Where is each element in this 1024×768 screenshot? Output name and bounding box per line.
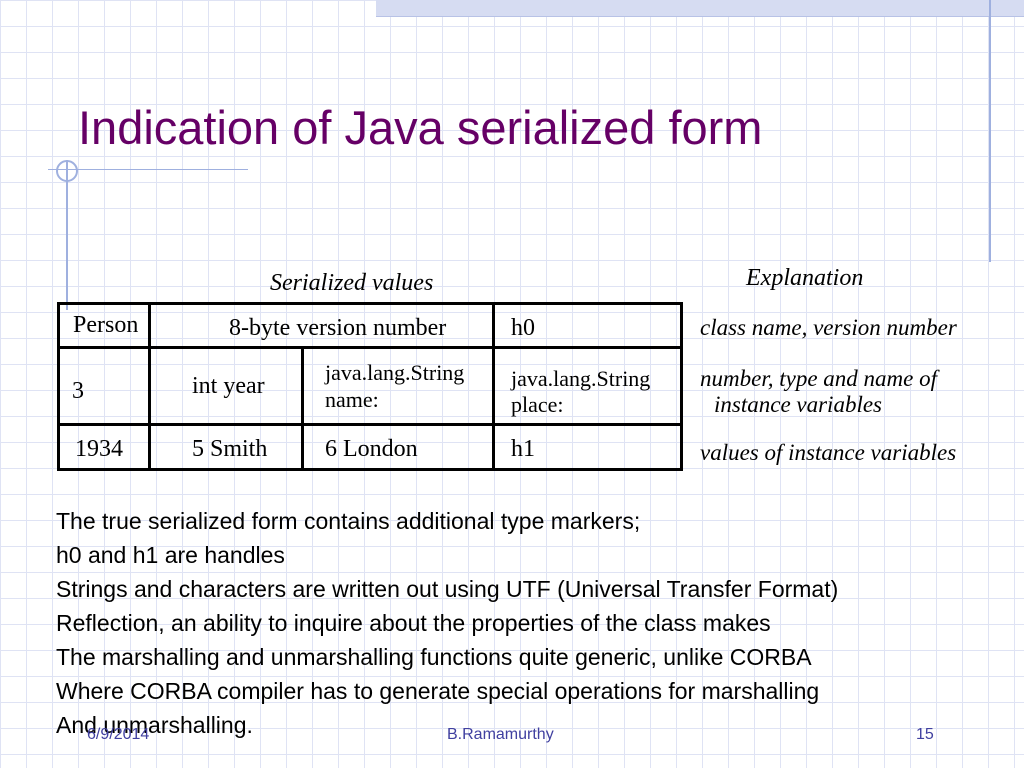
decoration-vertical-line-right <box>989 0 991 262</box>
decoration-horizontal-line <box>48 169 248 170</box>
footer-author: B.Ramamurthy <box>447 726 554 743</box>
table-cell: name: <box>325 387 379 412</box>
explanation-text: number, type and name of <box>700 366 937 391</box>
explanation-text: class name, version number <box>700 315 957 340</box>
decoration-vertical-line-left <box>66 160 68 310</box>
table-cell: 8-byte version number <box>229 315 447 341</box>
explanation-text: instance variables <box>714 392 882 417</box>
table-cell: int year <box>192 373 265 399</box>
table-cell: h1 <box>511 436 535 462</box>
paragraph-line: The marshalling and unmarshalling functi… <box>56 644 812 670</box>
column-divider <box>148 302 151 468</box>
paragraph-line: Where CORBA compiler has to generate spe… <box>56 678 820 704</box>
paragraph-line: Reflection, an ability to inquire about … <box>56 610 771 636</box>
paragraph-line: The true serialized form contains additi… <box>56 508 641 534</box>
footer-date: 6/9/2014 <box>87 726 150 743</box>
table-cell: java.lang.String <box>511 366 651 391</box>
table-cell: 1934 <box>75 436 123 462</box>
top-decoration-bar <box>376 0 1024 17</box>
table-cell: Person <box>73 312 139 338</box>
body-paragraph: The true serialized form contains additi… <box>56 504 838 742</box>
slide-title: Indication of Java serialized form <box>78 101 763 154</box>
table-cell: java.lang.String <box>325 360 465 385</box>
row-divider <box>57 423 683 426</box>
table-header: Serialized values <box>270 270 434 296</box>
decoration-circle-icon <box>56 160 78 182</box>
paragraph-line: h0 and h1 are handles <box>56 542 285 568</box>
table-cell: 6 London <box>325 436 418 462</box>
column-divider <box>492 302 495 346</box>
column-divider <box>492 346 495 468</box>
paragraph-line: Strings and characters are written out u… <box>56 576 839 602</box>
footer-page-number: 15 <box>916 726 934 743</box>
table-cell: 3 <box>72 378 84 404</box>
paragraph-line: And unmarshalling. <box>56 712 253 738</box>
row-divider <box>57 346 683 349</box>
explanation-text: values of instance variables <box>700 440 957 465</box>
table-cell: place: <box>511 392 564 417</box>
table-border <box>57 302 683 471</box>
explanation-header: Explanation <box>746 265 864 291</box>
table-cell: h0 <box>511 315 535 341</box>
table-cell: 5 Smith <box>192 436 268 462</box>
column-divider <box>301 346 304 468</box>
